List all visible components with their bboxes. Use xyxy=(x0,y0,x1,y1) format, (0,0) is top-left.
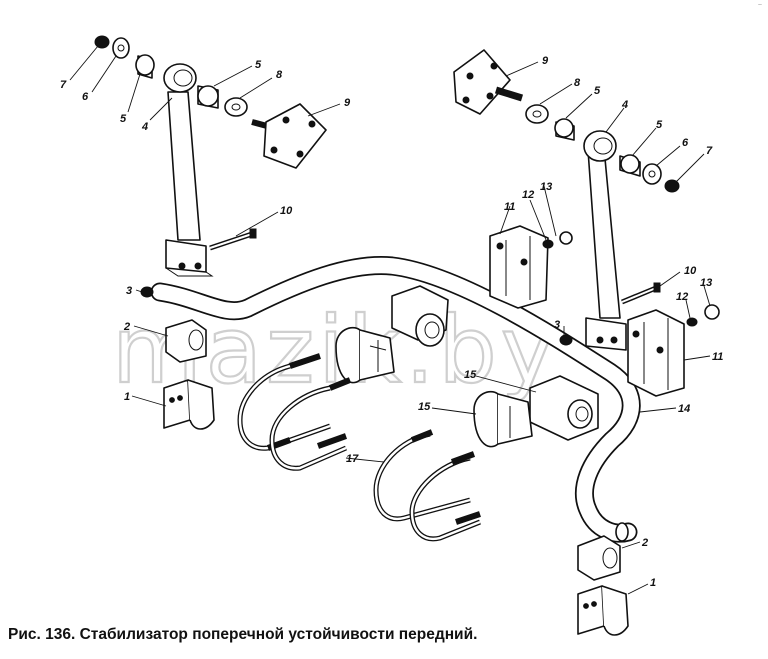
label-11: 11 xyxy=(504,201,515,213)
label-6: 6 xyxy=(682,137,689,149)
label-9: 9 xyxy=(542,55,549,67)
left-bracket xyxy=(163,379,215,430)
center-rubber-bushing-left xyxy=(335,326,395,384)
left-flange-pin xyxy=(251,103,327,169)
left-upper-fasteners xyxy=(94,35,248,117)
u-bolts xyxy=(237,353,481,542)
label-5: 5 xyxy=(255,59,262,71)
label-9: 9 xyxy=(344,97,351,109)
right-lower-clamp xyxy=(627,309,685,397)
label-7: 7 xyxy=(60,79,67,91)
label-1: 1 xyxy=(124,391,130,403)
label-2: 2 xyxy=(123,321,130,333)
label-17: 17 xyxy=(346,453,359,465)
label-15: 15 xyxy=(418,401,431,413)
right-bolt-and-nuts xyxy=(559,282,720,346)
label-12: 12 xyxy=(676,291,688,303)
center-upper-clamp xyxy=(391,285,449,347)
label-5: 5 xyxy=(656,119,663,131)
label-4: 4 xyxy=(141,121,148,133)
right-bushing xyxy=(577,535,621,581)
label-5: 5 xyxy=(594,85,601,97)
label-11: 11 xyxy=(712,351,723,363)
label-1: 1 xyxy=(650,577,656,589)
label-10: 10 xyxy=(684,265,697,277)
label-3: 3 xyxy=(126,285,132,297)
label-3: 3 xyxy=(554,319,560,331)
left-link-rod xyxy=(163,63,214,277)
center-rubber-bushing-right xyxy=(473,390,533,448)
label-8: 8 xyxy=(276,69,283,81)
left-bushing xyxy=(165,319,207,363)
figure-caption: Рис. 136. Стабилизатор поперечной устойч… xyxy=(8,626,478,643)
right-upper-fasteners xyxy=(453,49,680,193)
label-15: 15 xyxy=(464,369,477,381)
label-2: 2 xyxy=(641,537,648,549)
label-5: 5 xyxy=(120,113,127,125)
right-bracket xyxy=(577,585,629,636)
part-labels: 7 6 5 4 5 8 9 10 3 2 1 9 8 5 4 5 6 7 12 … xyxy=(60,55,723,589)
left-nut-3 xyxy=(140,286,154,298)
label-10: 10 xyxy=(280,205,293,217)
right-upper-clamp xyxy=(489,225,573,309)
right-link-rod xyxy=(583,130,627,351)
label-14: 14 xyxy=(678,403,690,415)
label-6: 6 xyxy=(82,91,89,103)
label-12: 12 xyxy=(522,189,534,201)
label-8: 8 xyxy=(574,77,581,89)
left-bolt xyxy=(209,228,257,251)
label-13: 13 xyxy=(540,181,552,193)
leader-lines xyxy=(69,45,711,595)
corner-mark: ~ xyxy=(757,2,762,9)
label-4: 4 xyxy=(621,99,628,111)
center-lower-clamp xyxy=(529,375,599,441)
label-7: 7 xyxy=(706,145,713,157)
stabilizer-bar xyxy=(150,255,641,543)
label-13: 13 xyxy=(700,277,712,289)
